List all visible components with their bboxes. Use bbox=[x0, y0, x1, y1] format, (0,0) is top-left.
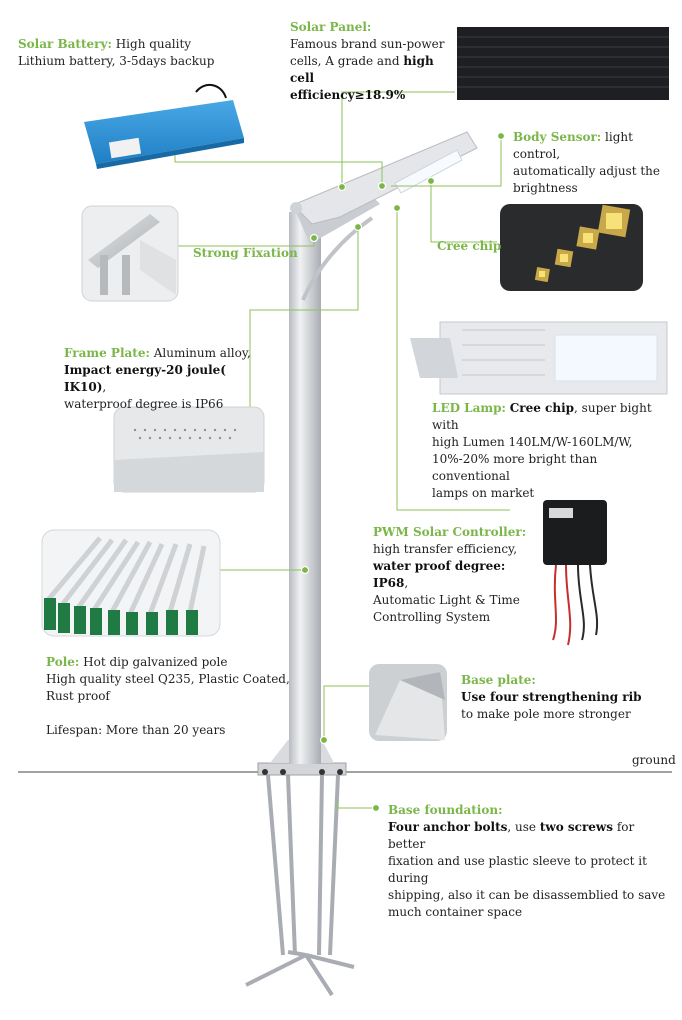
label-pole: Pole: Hot dip galvanized pole High quali… bbox=[46, 655, 290, 737]
label-body-sensor: Body Sensor: light control, automaticall… bbox=[513, 130, 660, 195]
battery-photo bbox=[84, 83, 244, 169]
frame-plate-photo bbox=[113, 406, 265, 493]
anchor-foundation bbox=[245, 774, 355, 997]
label-solar-panel: Solar Panel: Famous brand sun-power cell… bbox=[290, 20, 445, 102]
label-ground: ground bbox=[632, 753, 676, 767]
label-base-plate: Base plate: Use four strengthening rib t… bbox=[461, 673, 642, 721]
lamp-head bbox=[290, 131, 478, 225]
label-base-foundation: Base foundation: Four anchor bolts, use … bbox=[388, 803, 666, 919]
pwm-controller-photo bbox=[543, 500, 607, 646]
label-led-lamp: LED Lamp: Cree chip, super bight with hi… bbox=[432, 401, 652, 500]
base-plate-photo bbox=[369, 664, 447, 741]
poles-photo bbox=[41, 529, 221, 637]
pole bbox=[289, 212, 321, 764]
label-cree-chip: Cree chip bbox=[437, 239, 502, 253]
solar-panel-photo bbox=[457, 27, 669, 100]
cree-chip-photo bbox=[500, 204, 643, 291]
label-pwm-controller: PWM Solar Controller: high transfer effi… bbox=[373, 525, 527, 624]
strong-fixation-photo bbox=[81, 205, 179, 302]
leader-dots bbox=[300, 131, 506, 813]
leader-lines bbox=[174, 91, 510, 809]
led-lamp-photo bbox=[410, 321, 668, 395]
label-strong-fixation: Strong Fixation bbox=[193, 246, 298, 260]
label-solar-battery: Solar Battery: High quality Lithium batt… bbox=[18, 37, 215, 68]
label-frame-plate: Frame Plate: Aluminum alloy, Impact ener… bbox=[64, 346, 251, 411]
